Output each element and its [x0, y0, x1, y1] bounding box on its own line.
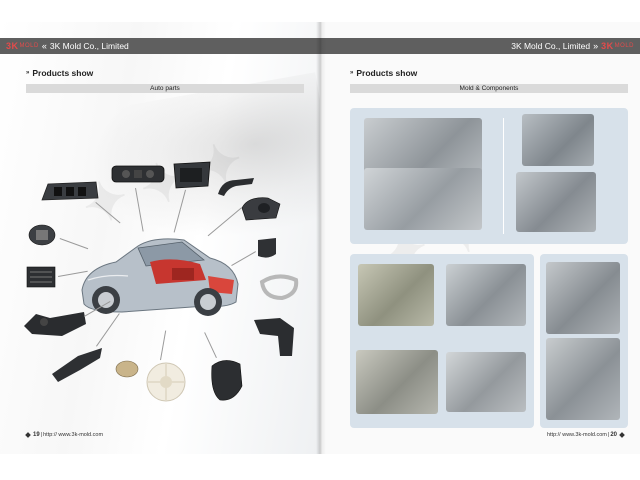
section-title-text: Products show: [32, 68, 94, 78]
page-number: 20: [610, 432, 617, 438]
company-logo: 3K: [601, 41, 614, 51]
mold-base-image: [446, 264, 526, 326]
door-trim-part-image: [52, 348, 102, 382]
double-chevron-left-icon: «: [41, 41, 47, 51]
section-title: » Products show: [26, 68, 93, 78]
mold-cavity-image: [364, 168, 482, 230]
handle-part-image: [218, 178, 254, 196]
left-header-bar: 3K MOLD « 3K Mold Co., Limited: [0, 38, 320, 54]
right-footer: http:// www.3k-mold.com | 20: [547, 432, 626, 438]
leader-line: [204, 332, 217, 358]
category-bar: Auto parts: [26, 84, 304, 93]
diamond-icon: [25, 432, 31, 438]
section-title-text: Products show: [356, 68, 418, 78]
mold-frame-image: [446, 352, 526, 412]
company-logo: 3K: [6, 41, 19, 51]
console-part-image: [111, 165, 165, 183]
double-chevron-right-icon: »: [593, 41, 599, 51]
diamond-icon: [619, 432, 625, 438]
grille-part-image: [41, 181, 99, 201]
leader-line: [160, 330, 167, 361]
mold-large-image: [546, 262, 620, 334]
left-footer: 19 | http:// www.3k-mold.com: [24, 432, 103, 438]
mirror-housing-part-image: [211, 360, 243, 401]
section-title: » Products show: [350, 68, 417, 78]
dash-panel-part-image: [24, 312, 86, 336]
seat-trim-part-image: [241, 197, 281, 221]
trim-ring-part-image: [259, 274, 299, 301]
badge-part-image: [115, 360, 139, 378]
bezel-part-image: [173, 161, 211, 189]
company-name: 3K Mold Co., Limited: [511, 41, 591, 51]
wheel-cap-part-image: [146, 362, 186, 402]
company-logo-subtext: MOLD: [19, 43, 39, 49]
left-page: ✦ ✦ ✦ 3K MOLD « 3K Mold Co., Limited » P…: [0, 22, 320, 454]
mold-base-image: [358, 264, 434, 326]
page-number: 19: [33, 432, 40, 438]
mold-core-image: [516, 172, 596, 232]
bracket-part-image: [254, 318, 294, 356]
mold-frame-image: [356, 350, 438, 414]
cover-part-image: [258, 238, 276, 258]
panel-divider: [503, 118, 504, 234]
right-header-bar: 3K Mold Co., Limited » 3K MOLD: [320, 38, 640, 54]
car-image: [81, 238, 239, 316]
footer-separator: |: [40, 432, 43, 438]
double-chevron-icon: »: [26, 70, 30, 76]
vent-grille-part-image: [26, 266, 56, 288]
catalog-spread: ✦ ✦ ✦ 3K MOLD « 3K Mold Co., Limited » P…: [0, 22, 640, 454]
right-page: ✦ ✦ ✦ 3K Mold Co., Limited » 3K MOLD » P…: [320, 22, 640, 454]
mold-assembly-image: [522, 114, 594, 166]
switch-part-image: [28, 224, 56, 246]
footer-separator: |: [607, 432, 610, 438]
footer-url[interactable]: http:// www.3k-mold.com: [546, 432, 607, 438]
category-bar: Mold & Components: [350, 84, 628, 93]
company-logo-subtext: MOLD: [614, 43, 634, 49]
company-name: 3K Mold Co., Limited: [49, 41, 129, 51]
mold-large-image: [546, 338, 620, 420]
page-gutter: [316, 22, 326, 454]
double-chevron-icon: »: [350, 70, 354, 76]
footer-url[interactable]: http:// www.3k-mold.com: [43, 432, 104, 438]
